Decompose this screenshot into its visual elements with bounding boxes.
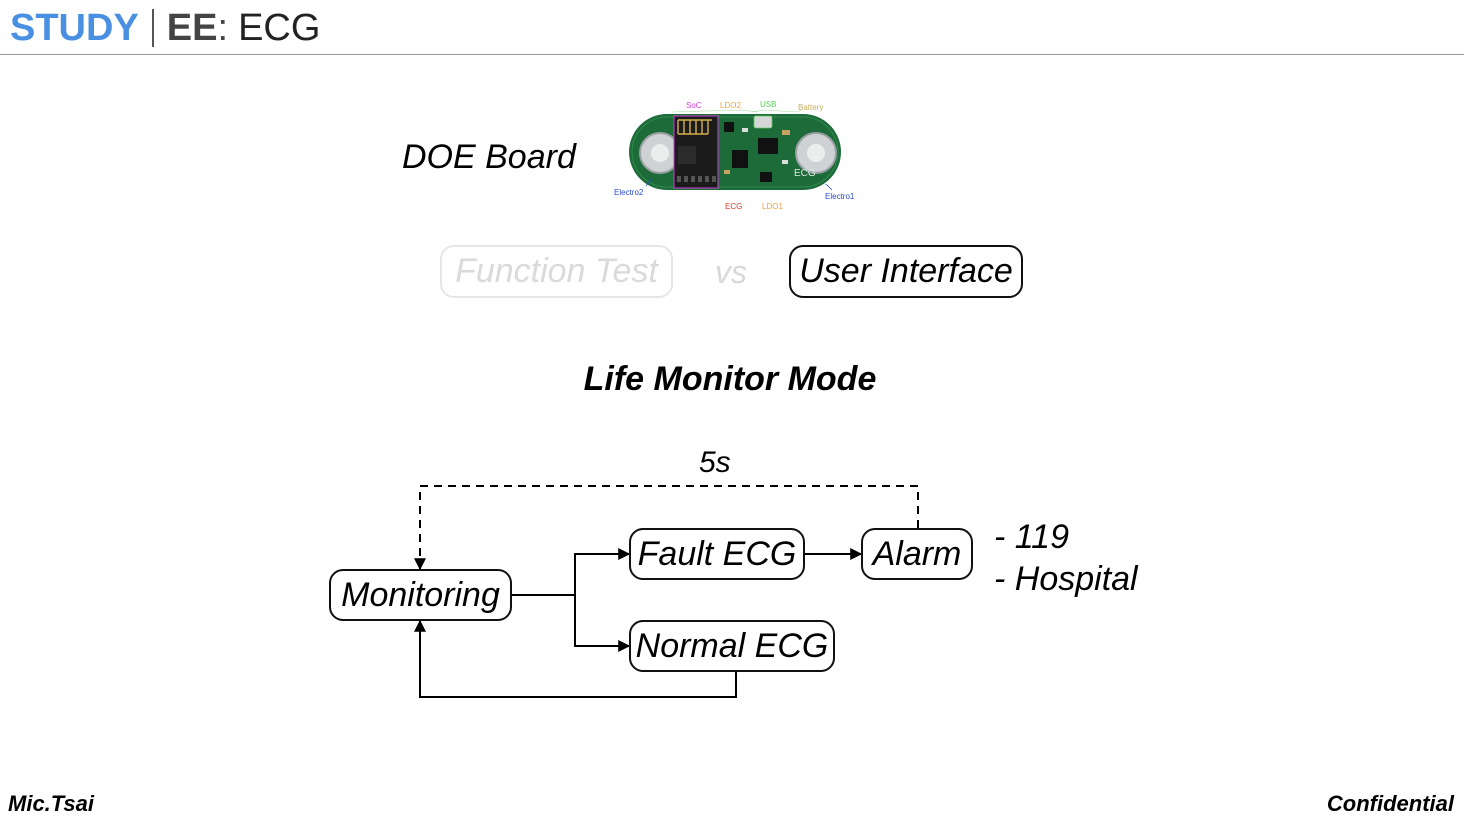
header-divider bbox=[151, 9, 154, 47]
vs-label: vs bbox=[715, 254, 747, 290]
slide-header: STUDY EE: ECG bbox=[10, 6, 320, 50]
header-rule bbox=[0, 54, 1464, 55]
board-label-ecg: ECG bbox=[725, 202, 742, 211]
function-test-button[interactable]: Function Test bbox=[440, 245, 673, 298]
user-interface-label: User Interface bbox=[799, 252, 1013, 290]
edge-alarm-loop-dashed bbox=[414, 485, 919, 571]
node-alarm: Alarm bbox=[861, 528, 973, 580]
board-label-battery: Battery bbox=[798, 103, 823, 112]
header-ee: EE bbox=[166, 6, 218, 49]
board-silk-ecg: ECG bbox=[794, 168, 816, 179]
footer-classification: Confidential bbox=[1326, 791, 1454, 816]
edge-normal-loop bbox=[414, 619, 737, 698]
board-usb-port bbox=[753, 115, 773, 129]
node-fault-ecg-label: Fault ECG bbox=[637, 534, 797, 573]
edge-to-normal bbox=[574, 595, 631, 652]
function-test-label: Function Test bbox=[455, 252, 658, 290]
node-alarm-label: Alarm bbox=[872, 534, 962, 573]
header-study: STUDY bbox=[10, 6, 139, 49]
interval-label: 5s bbox=[699, 446, 731, 479]
node-normal-ecg: Normal ECG bbox=[629, 620, 835, 672]
edge-to-fault bbox=[574, 548, 631, 595]
contact-item: - 119 bbox=[994, 518, 1069, 556]
mode-title: Life Monitor Mode bbox=[0, 360, 1464, 399]
board-label-electro2: Electro2 bbox=[614, 188, 644, 197]
header-topic: ECG bbox=[238, 6, 321, 49]
board-label-soc: SoC bbox=[686, 101, 702, 110]
header-colon: : bbox=[217, 6, 229, 49]
board-label-usb: USB bbox=[760, 100, 776, 109]
node-normal-ecg-label: Normal ECG bbox=[635, 626, 829, 665]
doe-board-image: SoC LDO2 USB Battery Electro2 Electro1 E… bbox=[614, 100, 855, 211]
node-monitoring-label: Monitoring bbox=[341, 575, 500, 614]
node-monitoring: Monitoring bbox=[329, 569, 512, 621]
user-interface-button[interactable]: User Interface bbox=[789, 245, 1023, 298]
node-fault-ecg: Fault ECG bbox=[629, 528, 805, 580]
mode-title-text: Life Monitor Mode bbox=[583, 360, 877, 398]
footer-author: Mic.Tsai bbox=[8, 791, 94, 816]
contact-item: - Hospital bbox=[994, 560, 1138, 598]
board-label-ldo1: LDO1 bbox=[762, 202, 783, 211]
board-label-electro1: Electro1 bbox=[825, 192, 855, 201]
doe-board-label: DOE Board bbox=[402, 138, 576, 176]
board-label-ldo2: LDO2 bbox=[720, 101, 741, 110]
alarm-contacts: - 119 - Hospital bbox=[994, 516, 1138, 600]
